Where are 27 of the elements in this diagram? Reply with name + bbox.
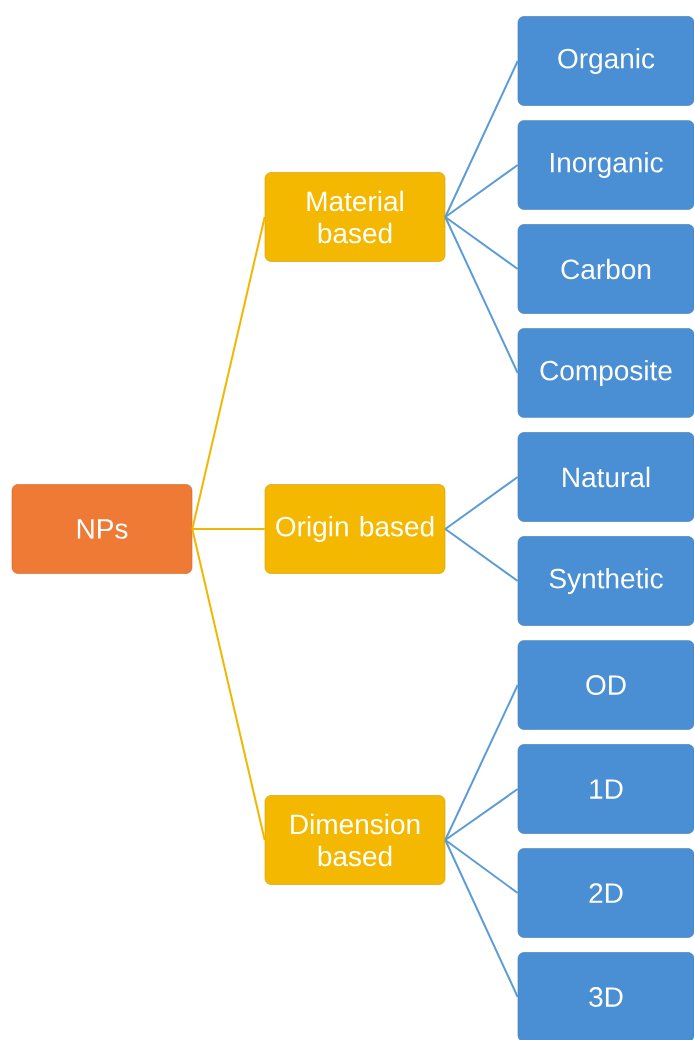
leaf-box: 3D — [517, 952, 694, 1040]
connector-line — [444, 476, 519, 530]
leaf-box: Inorganic — [517, 120, 694, 210]
leaf-box: Natural — [517, 432, 694, 522]
leaf-box: 1D — [517, 744, 694, 834]
connector-line — [444, 839, 519, 894]
connector-line — [444, 684, 519, 841]
leaf-box: Carbon — [517, 224, 694, 314]
connector-line — [444, 60, 519, 218]
leaf-box: Synthetic — [517, 536, 694, 626]
category-box: Origin based — [264, 484, 446, 574]
leaf-box: 2D — [517, 848, 694, 938]
connector-line — [444, 788, 519, 841]
connector-line — [191, 216, 266, 530]
root-box: NPs — [11, 484, 193, 574]
connector-line — [191, 528, 266, 530]
leaf-box: Organic — [517, 16, 694, 106]
connector-line — [444, 216, 519, 374]
connector-line — [444, 839, 519, 998]
leaf-box: OD — [517, 640, 694, 730]
category-box: Material based — [264, 172, 446, 262]
connector-line — [444, 528, 519, 582]
category-box: Dimension based — [264, 795, 446, 885]
leaf-box: Composite — [517, 328, 694, 418]
connector-line — [444, 164, 519, 218]
connector-line — [191, 528, 266, 841]
connector-line — [444, 216, 519, 270]
